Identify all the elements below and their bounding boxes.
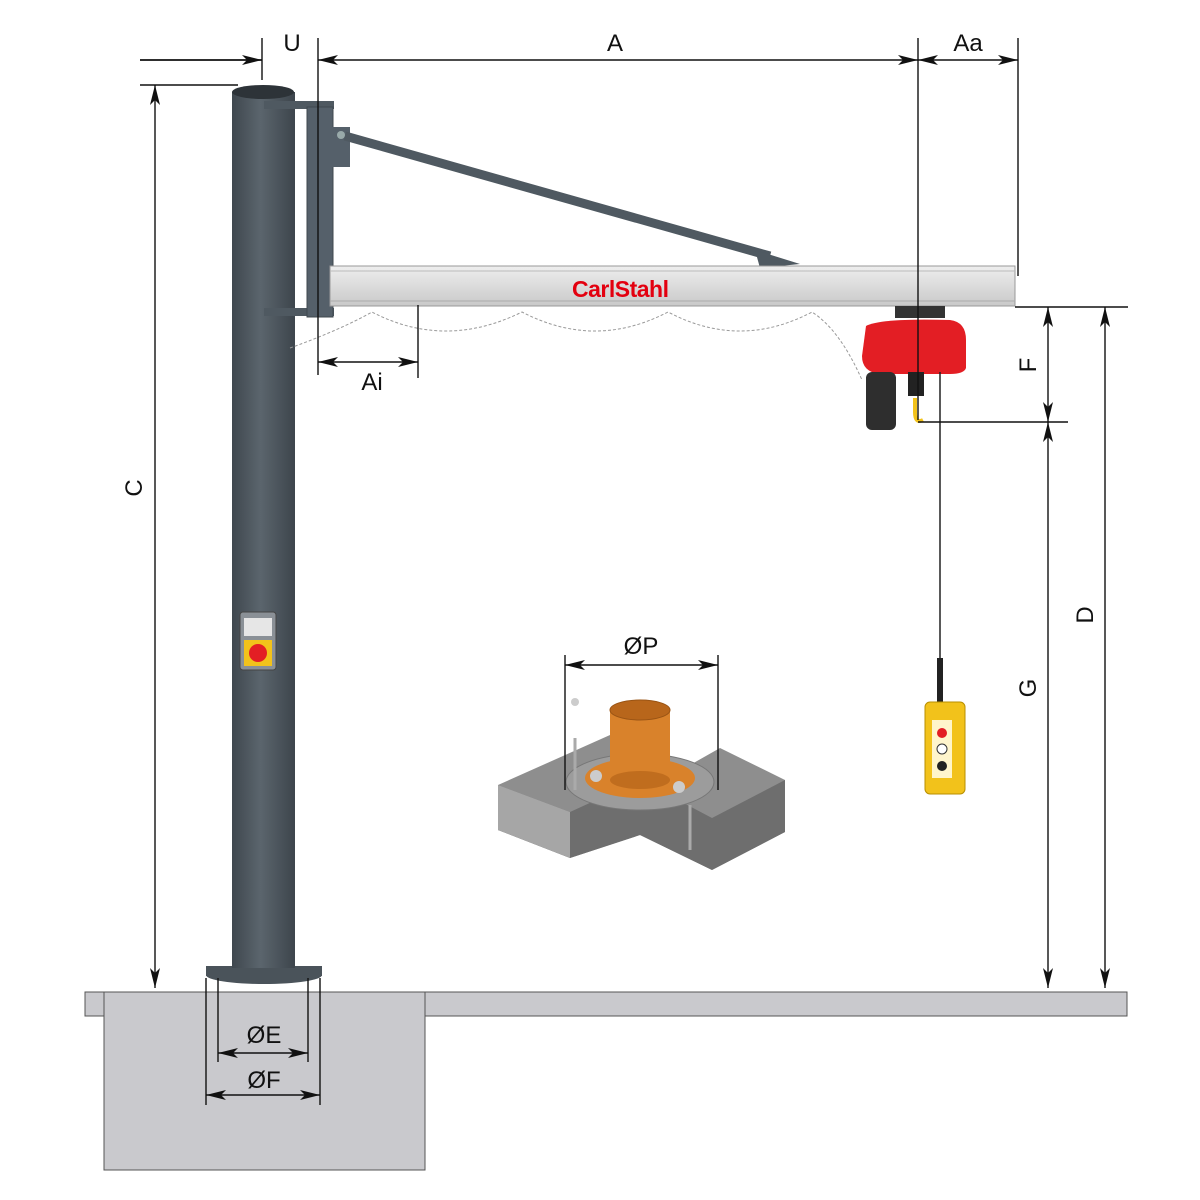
- dimension-lines: [140, 38, 1128, 1105]
- column: [206, 85, 350, 984]
- dim-label-a: A: [607, 30, 623, 57]
- pendant-control: [924, 701, 966, 795]
- dim-label-f-diameter: ØF: [247, 1067, 280, 1094]
- dim-label-c: C: [121, 479, 148, 496]
- brand-logo: CarlStahl: [572, 276, 668, 302]
- main-switch: [239, 611, 277, 671]
- dim-label-e: ØE: [247, 1022, 282, 1049]
- ground: [84, 991, 1128, 1171]
- emergency-stop-icon: [249, 644, 267, 662]
- dim-label-g: G: [1015, 679, 1042, 698]
- chain-hoist: [862, 306, 966, 703]
- dim-label-f: F: [1015, 358, 1042, 373]
- dim-label-aa: Aa: [953, 30, 983, 57]
- dim-label-p: ØP: [624, 633, 659, 660]
- hook-icon: [913, 398, 924, 423]
- jib-beam: CarlStahl: [329, 265, 1016, 307]
- dim-label-d: D: [1072, 606, 1099, 623]
- dim-label-ai: Ai: [361, 369, 382, 396]
- festoon-cable: [289, 311, 863, 381]
- dim-label-u: U: [283, 30, 300, 57]
- foundation-block: [103, 991, 426, 1171]
- tie-rod: [343, 131, 772, 261]
- foundation-sleeve-inset: [498, 698, 785, 870]
